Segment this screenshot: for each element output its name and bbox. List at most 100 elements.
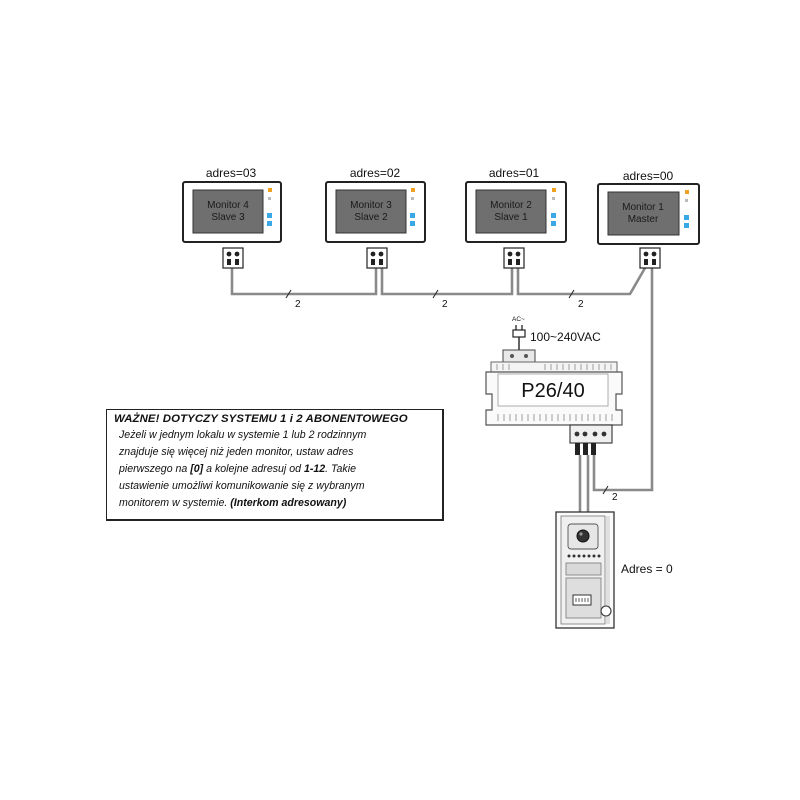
wire-m2-m1 bbox=[516, 267, 647, 296]
psu-terminal-screw-3 bbox=[592, 431, 598, 437]
monitor-2-terminal-pin-a bbox=[508, 259, 512, 265]
wire-count-3: 2 bbox=[578, 299, 584, 310]
camera-icon bbox=[576, 529, 590, 543]
monitor-1-address: adres=00 bbox=[623, 169, 674, 183]
monitor-2-address: adres=01 bbox=[489, 166, 540, 180]
psu-terminal-pin-2 bbox=[583, 443, 588, 455]
monitor-4-led-icon bbox=[268, 188, 272, 192]
wire-m4-m3 bbox=[230, 268, 378, 296]
monitor-4-terminal-screw-b bbox=[234, 251, 240, 257]
monitor-4-terminal bbox=[222, 247, 244, 269]
psu-bottom-vents bbox=[497, 414, 613, 421]
monitor-2: adres=01 Monitor 2 Slave 1 bbox=[465, 166, 567, 269]
monitor-4: adres=03 Monitor 4 Slave 3 bbox=[182, 166, 282, 269]
wire-count-1: 2 bbox=[295, 299, 301, 310]
psu-label-panel bbox=[497, 373, 609, 407]
monitor-4-unlock-icon bbox=[267, 221, 272, 226]
door-station-address: Adres = 0 bbox=[621, 562, 673, 576]
monitor-1-mic-icon bbox=[685, 199, 688, 202]
psu-top-vents bbox=[496, 364, 612, 370]
psu-terminal-screw-4 bbox=[601, 431, 607, 437]
monitor-4-address: adres=03 bbox=[206, 166, 257, 180]
note-title: WAŻNE! DOTYCZY SYSTEMU 1 i 2 ABONENTOWEG… bbox=[114, 413, 408, 425]
plug-icon bbox=[512, 329, 526, 338]
wire-slash-2 bbox=[432, 289, 439, 299]
wire-count-2: 2 bbox=[442, 299, 448, 310]
important-note: WAŻNE! DOTYCZY SYSTEMU 1 i 2 ABONENTOWEG… bbox=[106, 409, 444, 521]
monitor-4-terminal-screw-a bbox=[226, 251, 232, 257]
monitor-3-terminal bbox=[366, 247, 388, 269]
camera-lens-highlight bbox=[579, 532, 583, 536]
note-line-2: znajduje się więcej niż jeden monitor, u… bbox=[119, 446, 354, 458]
psu-terminal-screw-1 bbox=[574, 431, 580, 437]
monitor-2-terminal-screw-a bbox=[507, 251, 513, 257]
monitor-3: adres=02 Monitor 3 Slave 2 bbox=[325, 166, 426, 269]
note-line-4: ustawienie umożliwi komunikowanie się z … bbox=[119, 480, 365, 492]
psu-terminal-screw-2 bbox=[582, 431, 588, 437]
monitor-2-terminal bbox=[503, 247, 525, 269]
monitor-2-line2: Slave 1 bbox=[494, 212, 528, 223]
monitor-4-talk-icon bbox=[267, 213, 272, 218]
monitor-2-mic-icon bbox=[552, 197, 555, 200]
monitor-4-mic-icon bbox=[268, 197, 271, 200]
monitor-2-terminal-pin-b bbox=[516, 259, 520, 265]
monitor-3-terminal-screw-a bbox=[370, 251, 376, 257]
monitor-4-terminal-pin-a bbox=[227, 259, 231, 265]
wires bbox=[230, 267, 654, 512]
speaker-grille bbox=[567, 554, 601, 558]
note-line-1: Jeżeli w jednym lokalu w systemie 1 lub … bbox=[119, 429, 367, 441]
monitor-1-terminal-screw-b bbox=[651, 251, 657, 257]
note-line-3-e: . Takie bbox=[325, 463, 356, 475]
monitor-2-screen bbox=[475, 189, 547, 234]
monitor-1-terminal-screw-a bbox=[643, 251, 649, 257]
note-first-address: [0] bbox=[190, 463, 204, 475]
monitor-3-screen bbox=[335, 189, 407, 234]
note-intercom-label: (Interkom adresowany) bbox=[230, 497, 347, 509]
wire-count-4: 2 bbox=[612, 492, 618, 503]
monitor-3-terminal-pin-a bbox=[371, 259, 375, 265]
monitor-4-line2: Slave 3 bbox=[211, 212, 245, 223]
wire-m1-psu bbox=[592, 268, 654, 492]
monitor-1-led-icon bbox=[685, 190, 689, 194]
card-reader-lines bbox=[575, 598, 589, 602]
monitor-1-terminal bbox=[639, 247, 661, 269]
ac-symbol: AC~ bbox=[512, 316, 525, 323]
monitor-3-line2: Slave 2 bbox=[354, 212, 388, 223]
monitor-4-screen bbox=[192, 189, 264, 234]
power-supply: P26/40 bbox=[485, 349, 623, 455]
psu-terminal-pin-3 bbox=[591, 443, 596, 455]
psu-terminal-pin-1 bbox=[575, 443, 580, 455]
monitor-3-led-icon bbox=[411, 188, 415, 192]
power-voltage-label: 100~240VAC bbox=[530, 330, 601, 344]
psu-top-screw-a bbox=[510, 354, 514, 358]
monitor-4-terminal-pin-b bbox=[235, 259, 239, 265]
monitor-2-led-icon bbox=[552, 188, 556, 192]
note-line-5: monitorem w systemie. (Interkom adresowa… bbox=[114, 495, 436, 512]
wire-slash-3 bbox=[568, 289, 575, 299]
monitor-3-unlock-icon bbox=[410, 221, 415, 226]
monitor-2-line1: Monitor 2 bbox=[490, 200, 532, 211]
monitor-2-terminal-screw-b bbox=[515, 251, 521, 257]
monitor-3-terminal-screw-b bbox=[378, 251, 384, 257]
psu-model-label: P26/40 bbox=[521, 380, 584, 402]
monitor-1-terminal-pin-b bbox=[652, 259, 656, 265]
door-station-side-strip bbox=[606, 516, 610, 624]
wire-m3-m2-b bbox=[380, 268, 514, 296]
monitor-3-address: adres=02 bbox=[350, 166, 401, 180]
monitor-1-talk-icon bbox=[684, 215, 689, 220]
nameplate bbox=[565, 562, 602, 576]
wire-markers bbox=[285, 289, 609, 495]
power-input: AC~ 100~240VAC bbox=[512, 316, 601, 352]
wire-slash-4 bbox=[602, 485, 609, 495]
monitor-1-line1: Monitor 1 bbox=[622, 202, 664, 213]
monitor-3-mic-icon bbox=[411, 197, 414, 200]
call-button-icon bbox=[600, 605, 612, 617]
note-line-3: pierwszego na [0] a kolejne adresuj od 1… bbox=[114, 461, 436, 478]
monitor-1: adres=00 Monitor 1 Master bbox=[597, 169, 700, 269]
monitor-3-terminal-pin-b bbox=[379, 259, 383, 265]
psu-top-strip bbox=[490, 361, 618, 373]
monitor-1-terminal-pin-a bbox=[644, 259, 648, 265]
note-line-3-c: a kolejne adresuj od bbox=[203, 463, 304, 475]
